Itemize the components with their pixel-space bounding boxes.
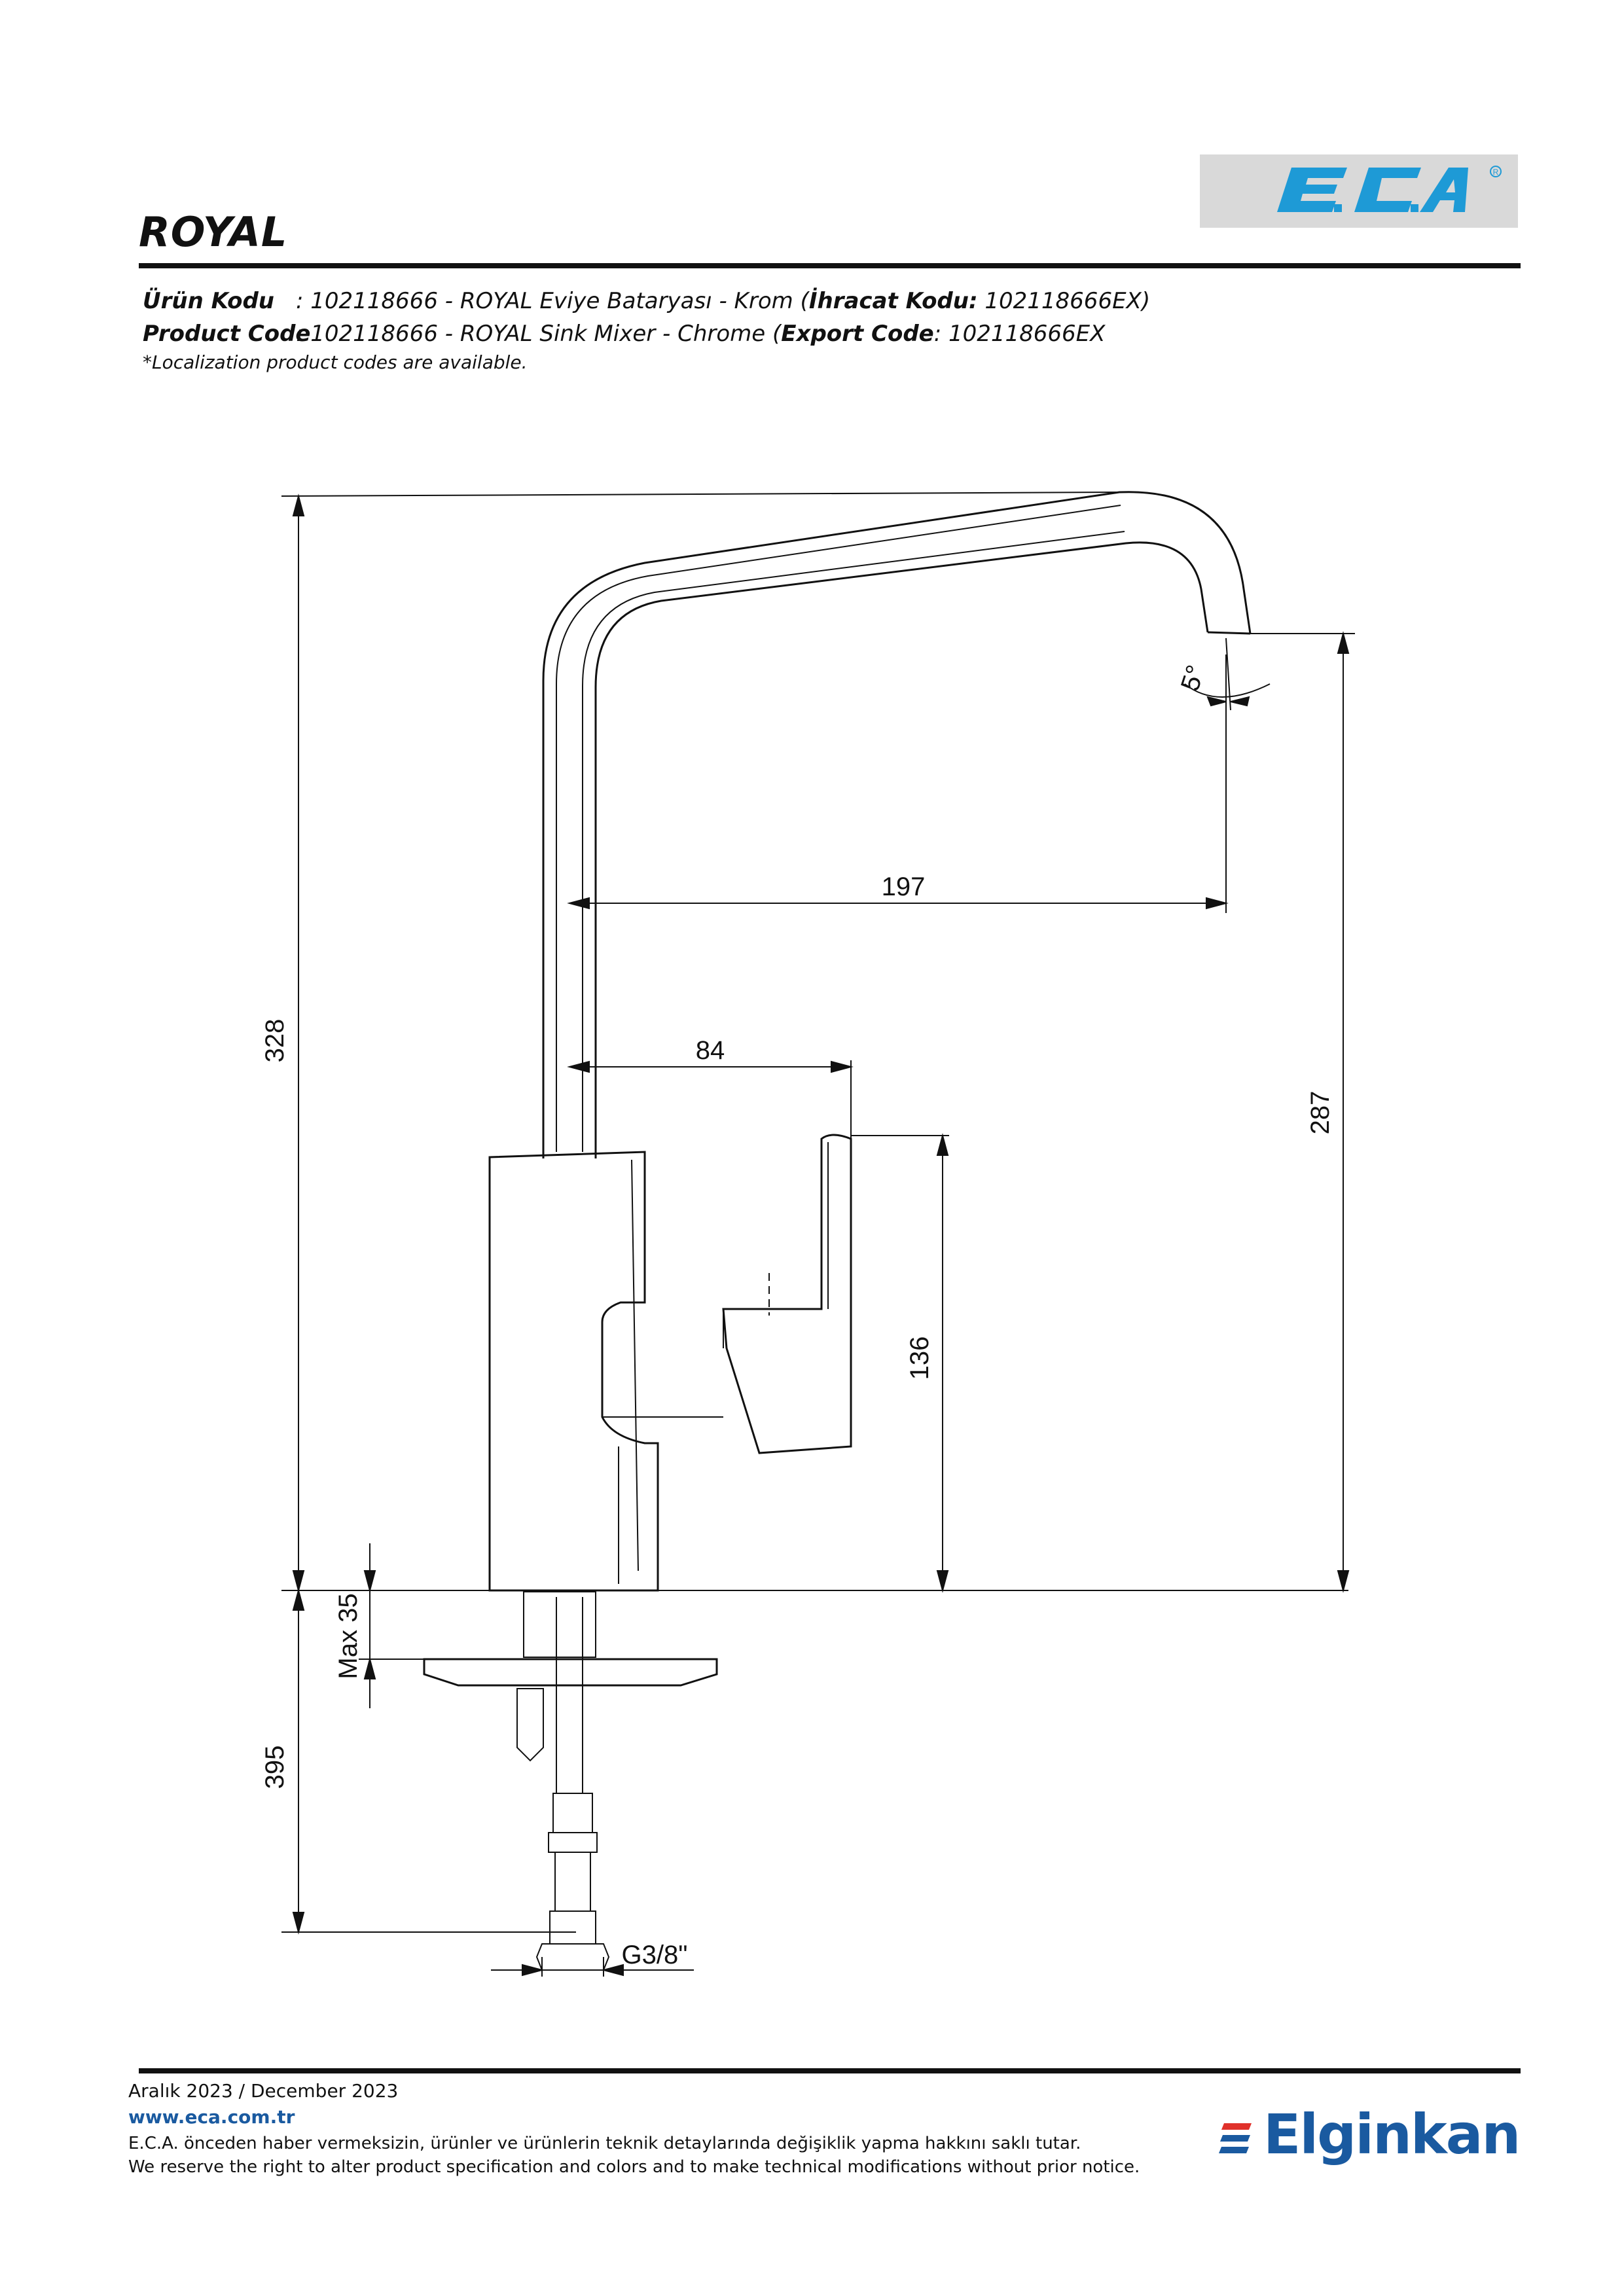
export-code-tr-value: 102118666EX) xyxy=(977,288,1151,314)
footer-disclaimer-tr: E.C.A. önceden haber vermeksizin, ürünle… xyxy=(128,2134,1081,2153)
mixer-handle xyxy=(722,1134,852,1454)
header-rule xyxy=(139,263,1521,268)
eca-logo: R xyxy=(1200,154,1518,228)
footer-website-link[interactable]: www.eca.com.tr xyxy=(128,2106,295,2128)
dim-body-offset: 84 xyxy=(696,1036,725,1065)
elginkan-brand: Elginkan xyxy=(1263,2102,1521,2166)
dim-spout-reach: 197 xyxy=(882,872,926,901)
dim-total-height: 328 xyxy=(261,1019,289,1063)
dim-handle-height: 136 xyxy=(905,1336,934,1380)
spout-outline xyxy=(542,491,1252,1158)
footer-date: Aralık 2023 / December 2023 xyxy=(128,2080,399,2102)
mounting-stud xyxy=(516,1688,544,1762)
elginkan-mark-icon xyxy=(1219,2123,1252,2153)
localization-note: *Localization product codes are availabl… xyxy=(143,351,528,373)
export-code-tr-label: İhracat Kodu: xyxy=(808,288,978,314)
product-code-tr: Ürün Kodu : 102118666 - ROYAL Eviye Batar… xyxy=(143,288,1150,314)
hose-nut xyxy=(535,1943,610,1971)
mounting-plate xyxy=(423,1658,718,1687)
product-code-en: Product Code: 102118666 - ROYAL Sink Mix… xyxy=(143,321,1105,347)
footer-disclaimer-en: We reserve the right to alter product sp… xyxy=(128,2157,1140,2177)
product-code-tr-value: : 102118666 - ROYAL Eviye Bataryası - Kr… xyxy=(296,288,809,314)
dim-max-thickness: Max 35 xyxy=(334,1593,363,1679)
footer-rule xyxy=(139,2068,1521,2073)
dim-thread: G3/8" xyxy=(622,1941,688,1969)
dim-outlet-height: 287 xyxy=(1306,1091,1335,1135)
page-title: ROYAL xyxy=(139,208,288,256)
dim-hose-length: 395 xyxy=(261,1746,289,1789)
eca-logo-mark: R xyxy=(1277,166,1502,212)
product-code-en-value: : 102118666 - ROYAL Sink Mixer - Chrome … xyxy=(296,321,782,347)
export-code-en-label: Export Code xyxy=(781,321,934,347)
dim-angle: 5° xyxy=(1176,662,1211,694)
product-code-en-label: Product Code xyxy=(143,321,311,347)
export-code-en-value: : 102118666EX xyxy=(933,321,1106,347)
product-code-tr-label: Ürün Kodu xyxy=(143,288,275,314)
svg-text:R: R xyxy=(1493,168,1499,177)
